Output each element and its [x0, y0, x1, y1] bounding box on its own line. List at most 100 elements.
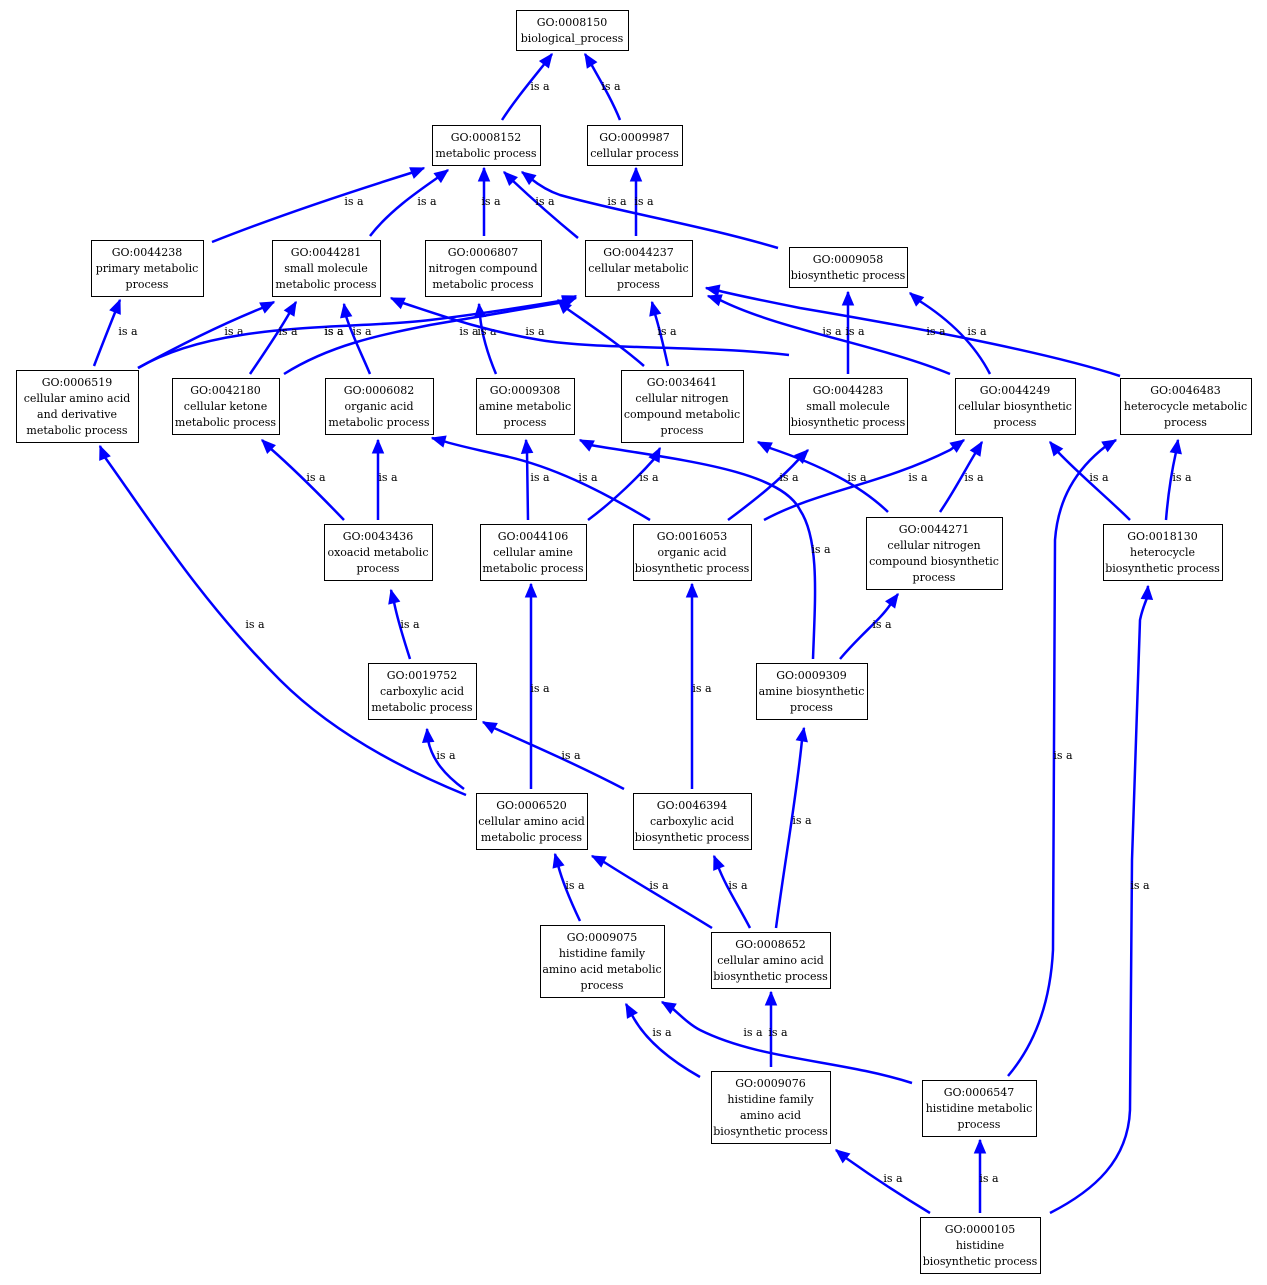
edge-label: is a — [845, 325, 865, 338]
node-box[interactable] — [922, 1080, 1037, 1137]
node-name-label: cellular amino acid — [717, 954, 824, 967]
node-box[interactable] — [16, 370, 139, 443]
node-box[interactable] — [633, 524, 752, 581]
edge-GO0016053-to-GO0044249-arrowhead — [949, 439, 966, 453]
edge-label: is a — [822, 325, 842, 338]
node-box[interactable] — [172, 378, 280, 435]
edge-GO0044283-to-GO0009058: is a — [822, 290, 855, 374]
node-box[interactable] — [955, 378, 1076, 435]
node-box[interactable] — [621, 370, 744, 443]
edge-GO0009987-to-GO0008150: is a — [583, 52, 622, 121]
edge-GO0043436-to-GO0006082-arrowhead — [371, 438, 385, 454]
node-id-label: GO:0046483 — [1150, 384, 1221, 397]
node-box[interactable] — [516, 10, 629, 51]
edge-GO0006519-to-GO0044281-arrowhead — [259, 301, 276, 314]
node-name-label: metabolic process — [432, 278, 534, 291]
node-box[interactable] — [789, 247, 908, 288]
node-box[interactable] — [272, 240, 381, 297]
node-box[interactable] — [368, 663, 477, 720]
node-name-label: biosynthetic process — [1105, 562, 1220, 575]
node-box[interactable] — [91, 240, 204, 297]
node-name-label: primary metabolic — [96, 262, 199, 275]
node-box[interactable] — [789, 378, 908, 435]
edge-GO0046394-to-GO0019752-line — [482, 720, 625, 791]
node-name-label: metabolic process — [435, 147, 537, 160]
node-box[interactable] — [1120, 378, 1252, 435]
edge-label: is a — [306, 471, 326, 484]
node-box[interactable] — [425, 240, 542, 297]
node-name-label: organic acid — [344, 400, 413, 413]
node-box[interactable] — [920, 1217, 1041, 1274]
node-name-label: compound metabolic — [624, 408, 740, 421]
node-name-label: amino acid metabolic — [542, 963, 661, 976]
node-box[interactable] — [324, 524, 433, 581]
node-box[interactable] — [1103, 524, 1223, 581]
node-name-label: heterocycle metabolic — [1124, 400, 1247, 413]
node-id-label: GO:0009076 — [735, 1077, 806, 1090]
node-box[interactable] — [476, 793, 588, 850]
edge-GO0006547-to-GO0009075-arrowhead — [660, 1001, 677, 1015]
edge-GO0044283-to-GO0044281-arrowhead — [389, 297, 406, 310]
node-box[interactable] — [585, 240, 693, 297]
node-box[interactable] — [587, 125, 683, 166]
node-name-label: biosynthetic process — [923, 1255, 1038, 1268]
node-id-label: GO:0009075 — [567, 931, 638, 944]
node-box[interactable] — [480, 524, 587, 581]
node-name-label: process — [504, 416, 547, 429]
node-name-label: small molecule — [806, 400, 890, 413]
node-box[interactable] — [866, 517, 1003, 590]
node-box[interactable] — [540, 925, 665, 998]
edge-GO0006547-to-GO0009075: is a — [660, 1000, 913, 1085]
edge-label: is a — [525, 325, 545, 338]
node-box[interactable] — [633, 793, 752, 850]
edge-GO0009987-to-GO0008150-arrowhead — [584, 52, 598, 69]
node-box[interactable] — [711, 932, 831, 989]
node-box[interactable] — [711, 1071, 831, 1144]
edge-GO0006082-to-GO0044281-arrowhead — [340, 302, 353, 319]
edge-label: is a — [926, 325, 946, 338]
edge-label: is a — [530, 471, 550, 484]
node-box[interactable] — [432, 125, 541, 166]
node-box[interactable] — [325, 378, 434, 435]
edge-GO0016053-to-GO0044283-line — [727, 449, 809, 522]
node-name-label: cellular nitrogen — [635, 392, 728, 405]
node-box[interactable] — [476, 378, 575, 435]
node-box[interactable] — [756, 663, 868, 720]
node-name-label: biosynthetic process — [713, 1125, 828, 1138]
node-name-label: cellular ketone — [184, 400, 267, 413]
edge-GO0006547-to-GO0046483-line — [1007, 438, 1117, 1077]
edge-GO0044106-to-GO0009308-arrowhead — [520, 438, 534, 454]
node-name-label: histidine — [956, 1239, 1004, 1252]
node-name-label: metabolic process — [482, 562, 584, 575]
